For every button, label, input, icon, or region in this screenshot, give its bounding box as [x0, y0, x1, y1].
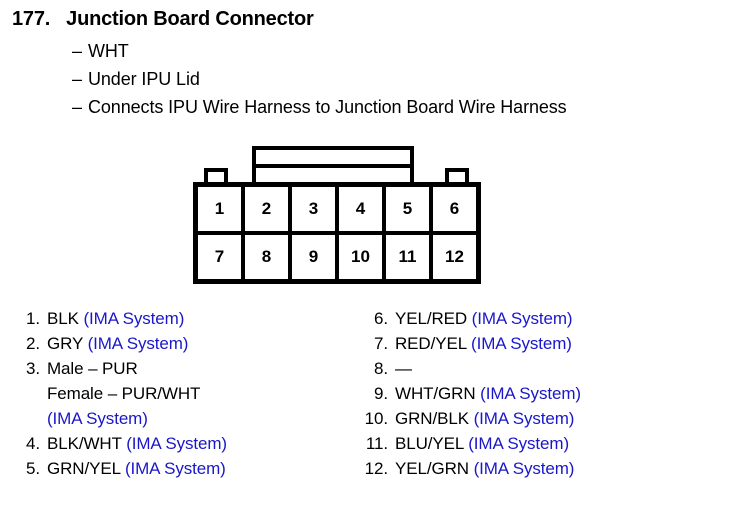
- pin-entry: 10. GRN/BLK (IMA System): [358, 406, 581, 431]
- pin-number: 12.: [364, 459, 388, 478]
- pin-system-label: (IMA System): [47, 409, 148, 428]
- connector-pin-4: 4: [339, 187, 386, 231]
- connector-pin-2: 2: [245, 187, 292, 231]
- connector-latch-line: [256, 164, 410, 168]
- pin-number: 7.: [374, 334, 388, 353]
- pin-system-label: (IMA System): [124, 459, 226, 478]
- page-title: 177. Junction Board Connector: [12, 8, 314, 31]
- description-line: –Connects IPU Wire Harness to Junction B…: [72, 97, 567, 125]
- pin-number: 1.: [26, 309, 40, 328]
- pin-description: RED/YEL (IMA System): [395, 331, 572, 356]
- pin-entry: 6. YEL/RED (IMA System): [358, 306, 581, 331]
- pin-description: GRY (IMA System): [47, 331, 188, 356]
- pin-description: YEL/GRN (IMA System): [395, 456, 574, 481]
- connector-pin-5: 5: [386, 187, 433, 231]
- pin-entry: 3. Male – PUR: [16, 356, 227, 381]
- pin-system-label: (IMA System): [87, 334, 189, 353]
- pin-system-label: (IMA System): [468, 434, 570, 453]
- pin-description-continuation: Female – PUR/WHT: [16, 381, 227, 406]
- connector-notch-left: [204, 168, 228, 184]
- pin-system-label: (IMA System): [471, 334, 572, 353]
- description-line: –Under IPU Lid: [72, 69, 567, 97]
- pin-number: 4.: [26, 434, 40, 453]
- pin-wire-color: Male – PUR: [47, 359, 138, 378]
- pin-description: Male – PUR: [47, 356, 138, 381]
- connector-pin-7: 7: [198, 235, 245, 279]
- dash-marker: –: [72, 97, 83, 117]
- pin-system-label: (IMA System): [471, 309, 573, 328]
- pin-wire-color: BLK: [47, 309, 84, 328]
- pin-entry: 1. BLK (IMA System): [16, 306, 227, 331]
- pin-entry: 7. RED/YEL (IMA System): [358, 331, 581, 356]
- connector-pin-12: 12: [445, 247, 464, 266]
- description-list: –WHT–Under IPU Lid–Connects IPU Wire Har…: [72, 41, 567, 125]
- pin-wire-color: GRN/YEL: [47, 459, 125, 478]
- pin-wire-color: —: [395, 359, 412, 378]
- connector-pin-10: 10: [339, 235, 386, 279]
- pin-wire-color: BLU/YEL: [395, 434, 469, 453]
- pin-entry: 8. —: [358, 356, 581, 381]
- pin-list-left: 1. BLK (IMA System) 2. GRY (IMA System) 3. Ma…: [16, 306, 227, 481]
- pin-description: BLK/WHT (IMA System): [47, 431, 227, 456]
- pin-description-continuation: (IMA System): [16, 406, 227, 431]
- description-text: Connects IPU Wire Harness to Junction Bo…: [88, 97, 567, 117]
- pin-number: 10.: [364, 409, 388, 428]
- description-text: WHT: [88, 41, 129, 61]
- dash-marker: –: [72, 69, 83, 89]
- pin-system-label: (IMA System): [126, 434, 227, 453]
- pin-description: YEL/RED (IMA System): [395, 306, 573, 331]
- pin-number: 2.: [26, 334, 40, 353]
- pin-system-label: (IMA System): [473, 459, 575, 478]
- pin-description: GRN/YEL (IMA System): [47, 456, 226, 481]
- pin-number: 11.: [365, 434, 388, 453]
- connector-notch-right: [445, 168, 469, 184]
- pin-number: 6.: [374, 309, 388, 328]
- pin-number: 8.: [374, 359, 388, 378]
- connector-pin-3: 3: [292, 187, 339, 231]
- section-title: Junction Board Connector: [66, 8, 314, 30]
- dash-marker: –: [72, 41, 83, 61]
- pin-entry: 5. GRN/YEL (IMA System): [16, 456, 227, 481]
- pin-wire-color: GRY: [47, 334, 88, 353]
- connector-pin-1: 1: [198, 187, 245, 231]
- pin-list-right: 6. YEL/RED (IMA System) 7. RED/YEL (IMA Sys…: [358, 306, 581, 481]
- pin-wire-color: YEL/GRN: [395, 459, 474, 478]
- pin-entry: 9. WHT/GRN (IMA System): [358, 381, 581, 406]
- pin-description: WHT/GRN (IMA System): [395, 381, 581, 406]
- pin-number: 5.: [26, 459, 40, 478]
- pin-wire-color: Female – PUR/WHT: [47, 384, 201, 403]
- pin-wire-color: GRN/BLK: [395, 409, 474, 428]
- pin-wire-color: BLK/WHT: [47, 434, 127, 453]
- pin-wire-color: YEL/RED: [395, 309, 472, 328]
- pin-number: 9.: [374, 384, 388, 403]
- connector-pin-6: 6: [449, 199, 460, 218]
- pin-entry: 2. GRY (IMA System): [16, 331, 227, 356]
- description-line: –WHT: [72, 41, 567, 69]
- section-number: 177.: [12, 8, 51, 30]
- connector-latch-tab: [252, 146, 414, 183]
- pin-description: —: [395, 356, 412, 381]
- pin-system-label: (IMA System): [473, 409, 575, 428]
- pin-entry: 12. YEL/GRN (IMA System): [358, 456, 581, 481]
- pin-description: BLK (IMA System): [47, 306, 184, 331]
- pin-number: 3.: [26, 359, 40, 378]
- pin-system-label: (IMA System): [83, 309, 185, 328]
- pin-wire-color: WHT/GRN: [395, 384, 481, 403]
- connector-pin-9: 9: [292, 235, 339, 279]
- pin-wire-color: RED/YEL: [395, 334, 472, 353]
- pin-description: GRN/BLK (IMA System): [395, 406, 574, 431]
- connector-pin-8: 8: [245, 235, 292, 279]
- pin-entry: 11. BLU/YEL (IMA System): [358, 431, 581, 456]
- pin-system-label: (IMA System): [480, 384, 581, 403]
- pin-description: BLU/YEL (IMA System): [395, 431, 569, 456]
- connector-pin-11: 11: [386, 235, 433, 279]
- pin-entry: 4. BLK/WHT (IMA System): [16, 431, 227, 456]
- description-text: Under IPU Lid: [88, 69, 200, 89]
